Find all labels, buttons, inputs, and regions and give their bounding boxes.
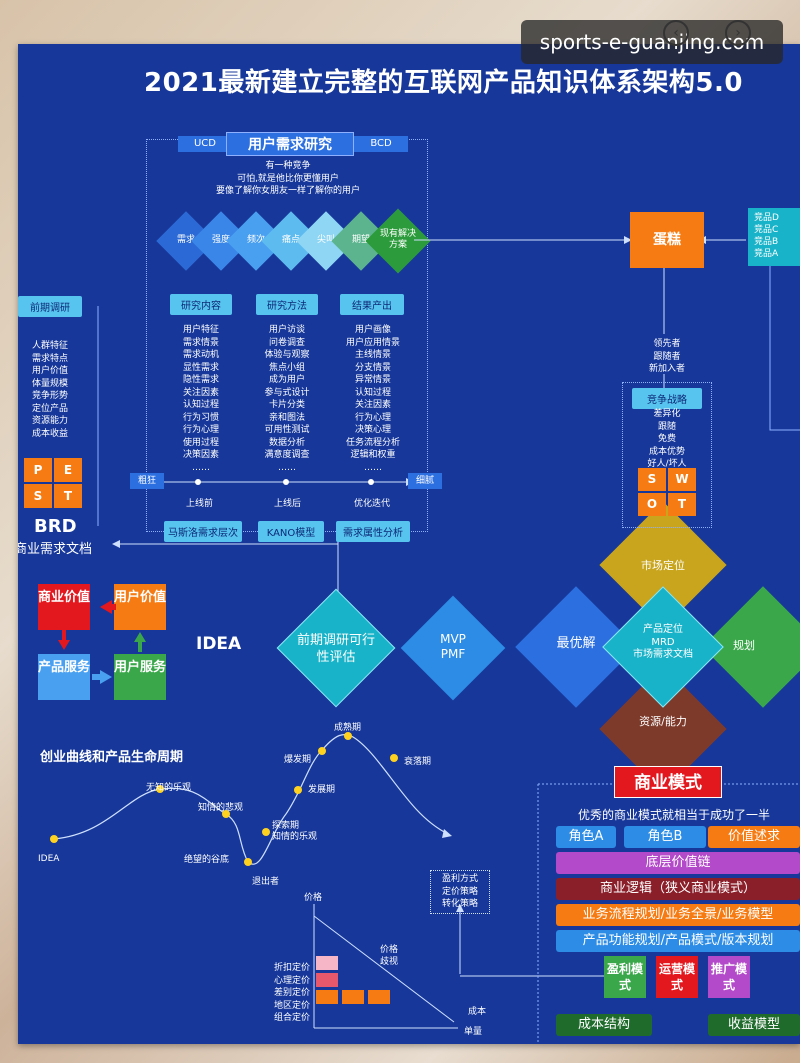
col-head-method: 研究方法 (256, 294, 318, 315)
revenue-model: 收益模型 (708, 1014, 800, 1036)
strategy-frame (622, 382, 712, 528)
timeline-rough: 粗狂 (130, 473, 164, 489)
market-position-label: 市场定位 (641, 559, 685, 572)
timeline-before-launch: 上线前 (186, 499, 214, 509)
timeline-after-launch: 上线后 (274, 499, 302, 509)
value-statement: 价值述求 (708, 826, 800, 848)
lifecycle-title: 创业曲线和产品生命周期 (40, 750, 184, 765)
cost-structure: 成本结构 (556, 1014, 652, 1036)
price-block-2 (316, 973, 338, 987)
role-b: 角色B (624, 826, 706, 848)
feasibility-label: 前期调研可行性评估 (296, 633, 375, 665)
price-axis-label: 价格 (304, 893, 323, 903)
research-method-list: 用户访谈问卷调查体验与观察 焦点小组成为用户参与式设计 卡片分类亲和图法可用性测… (264, 325, 310, 473)
tag-kano: KANO模型 (258, 521, 324, 542)
players-list: 领先者跟随者新加入者 (648, 339, 685, 374)
brd-title: BRD (34, 516, 77, 537)
early-research-list: 人群特征需求特点用户价值 体量规模竞争形势定位产品 资源能力成本收益 (31, 341, 68, 439)
price-discrimination-2: 歧视 (380, 957, 399, 967)
business-logic: 商业逻辑（狭义商业模式） (556, 878, 800, 900)
cost-label: 成本 (468, 1007, 487, 1017)
user-service-box: 用户服务 (114, 654, 166, 700)
promotion-model: 推广模式 (708, 956, 750, 998)
user-value-box: 用户价值 (114, 584, 166, 630)
business-process-plan: 业务流程规划/业务全景/业务模型 (556, 904, 800, 926)
page-title: 2021最新建立完整的互联网产品知识体系架构5.0 (144, 68, 743, 98)
idea-cycle-arrows (58, 600, 146, 684)
strategy-list: 差异化跟随免费 成本优势好人/坏人 (647, 409, 687, 469)
tag-maslow: 马斯洛需求层次 (164, 521, 242, 542)
timeline-fine: 细腻 (408, 473, 442, 489)
bcd-chip: BCD (354, 136, 408, 152)
forward-circle-icon[interactable]: › (725, 20, 751, 46)
research-quote: 有一种竞争 可怕,就是他比你更懂用户 要像了解你女朋友一样了解你的用户 (215, 161, 360, 196)
bottom-value-chain: 底层价值链 (556, 852, 800, 874)
resource-label: 资源/能力 (639, 715, 687, 728)
back-circle-icon[interactable]: ‹ (663, 20, 689, 46)
business-model-subtitle: 优秀的商业模式就相当于成功了一半 (578, 808, 771, 822)
brd-subtitle: 商业需求文档 (18, 542, 93, 557)
optimal-label: 最优解 (556, 636, 596, 651)
product-function-plan: 产品功能规划/产品模式/版本规划 (556, 930, 800, 952)
pest-grid: P E S T (24, 458, 84, 510)
tag-need-attributes: 需求属性分析 (336, 521, 410, 542)
col-head-output: 结果产出 (340, 294, 404, 315)
timeline-iteration: 优化迭代 (354, 499, 391, 509)
business-value-box: 商业价值 (38, 584, 90, 630)
cake-box: 蛋糕 (630, 212, 704, 268)
research-header: UCD 用户需求研究 BCD (178, 132, 414, 156)
price-block-3 (316, 990, 338, 1004)
ucd-chip: UCD (178, 136, 232, 152)
price-block-5 (368, 990, 390, 1004)
col-head-content: 研究内容 (170, 294, 232, 315)
pricing-strategies: 折扣定价心理定价差别定价 地区定价组合定价 (273, 963, 310, 1023)
early-research-header: 前期调研 (18, 296, 82, 317)
profit-model: 盈利模式 (604, 956, 646, 998)
operation-model: 运营模式 (656, 956, 698, 998)
price-discrimination-1: 价格 (380, 945, 399, 955)
research-output-list: 用户画像用户应用情景主线情景 分支情景异常情景认知过程 关注因素行为心理决策心理… (345, 325, 400, 473)
needs-diamond-row: 需求 强度 频次 痛点 尖叫 期望 现有解决方案 (156, 208, 431, 274)
research-title: 用户需求研究 (226, 132, 354, 156)
research-content-list: 用户特征需求情景需求动机 显性需求隐性需求关注因素 认知过程行为习惯行为心理 使… (182, 325, 219, 473)
volume-axis-label: 单量 (464, 1027, 483, 1037)
strategy-header: 竞争战略 (632, 388, 702, 409)
lifecycle-points: IDEA 无知的乐观 知情的悲观 绝望的谷底 退出者 探索期 知情的乐观 发展期… (38, 723, 432, 887)
price-block-1 (316, 956, 338, 970)
business-model-header: 商业模式 (614, 766, 722, 798)
knowledge-map-board: 2021最新建立完整的互联网产品知识体系架构5.0 UCD 用户需求研究 BCD… (18, 44, 800, 1044)
role-a: 角色A (556, 826, 616, 848)
price-block-4 (342, 990, 364, 1004)
swot-grid: S W O T (638, 468, 696, 518)
plan-label: 规划 (733, 639, 755, 652)
product-service-box: 产品服务 (38, 654, 90, 700)
idea-label: IDEA (196, 634, 242, 654)
profit-box: 盈利方式定价策略转化策略 (430, 870, 490, 914)
